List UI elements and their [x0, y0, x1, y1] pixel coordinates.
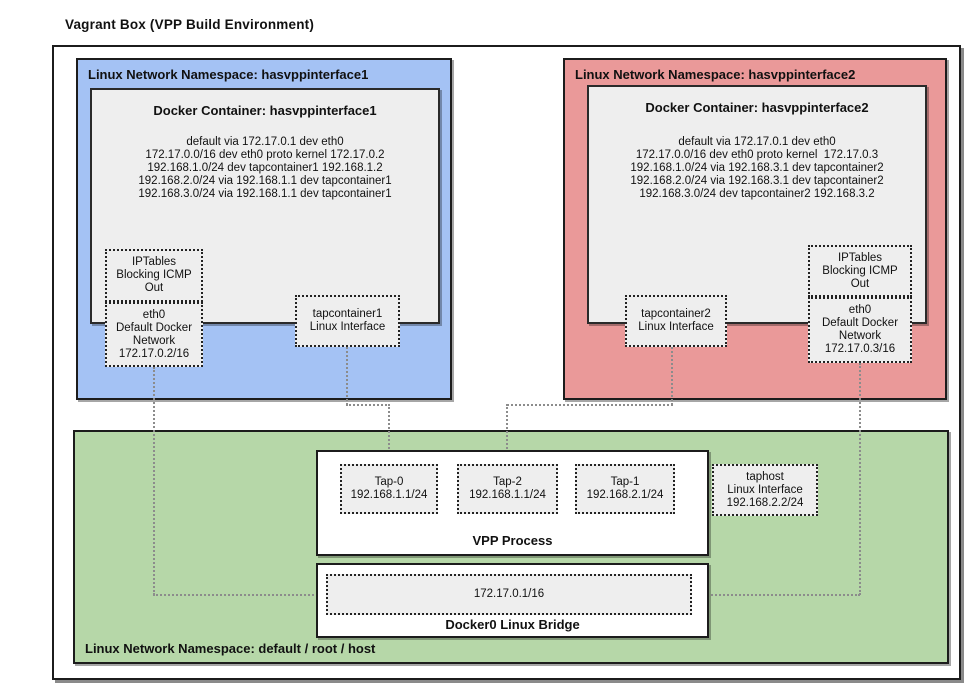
- host-namespace-label: Linux Network Namespace: default / root …: [85, 641, 376, 656]
- connector-eth0-2-horizontal: [692, 594, 860, 596]
- connector-tapcontainer2-drop: [671, 347, 673, 405]
- tap2-box: Tap-2 192.168.1.1/24: [457, 464, 558, 514]
- connector-tap2-drop: [506, 404, 508, 464]
- namespace2-label: Linux Network Namespace: hasvppinterface…: [575, 67, 856, 82]
- connector-tapcontainer1-horizontal: [346, 404, 390, 406]
- tapcontainer1-box: tapcontainer1 Linux Interface: [295, 295, 400, 347]
- docker0-ip-box: 172.17.0.1/16: [326, 574, 692, 615]
- connector-tapcontainer1-drop: [346, 347, 348, 405]
- connector-tapcontainer2-horizontal: [507, 404, 673, 406]
- connector-eth0-1-horizontal: [153, 594, 326, 596]
- connector-tap0-drop: [388, 404, 390, 464]
- vpp-process-label: VPP Process: [472, 533, 553, 548]
- iptables-box-1: IPTables Blocking ICMP Out: [105, 249, 203, 302]
- docker-container-1-title: Docker Container: hasvppinterface1: [153, 103, 377, 118]
- docker0-bridge-label: Docker0 Linux Bridge: [445, 617, 580, 632]
- connector-eth0-1-vertical: [153, 367, 155, 595]
- tap0-box: Tap-0 192.168.1.1/24: [340, 464, 438, 514]
- eth0-box-1: eth0 Default Docker Network 172.17.0.2/1…: [105, 302, 203, 367]
- docker-container-2-title: Docker Container: hasvppinterface2: [645, 100, 869, 115]
- tap1-box: Tap-1 192.168.2.1/24: [575, 464, 675, 514]
- tapcontainer2-box: tapcontainer2 Linux Interface: [625, 295, 727, 347]
- connector-eth0-2-vertical: [859, 363, 861, 595]
- docker-container-1-routes: default via 172.17.0.1 dev eth0 172.17.0…: [138, 136, 392, 200]
- namespace1-label: Linux Network Namespace: hasvppinterface…: [88, 67, 369, 82]
- diagram-title: Vagrant Box (VPP Build Environment): [65, 17, 315, 32]
- docker-container-2-routes: default via 172.17.0.1 dev eth0 172.17.0…: [630, 136, 884, 200]
- taphost-box: taphost Linux Interface 192.168.2.2/24: [712, 464, 818, 516]
- eth0-box-2: eth0 Default Docker Network 172.17.0.3/1…: [808, 297, 912, 363]
- iptables-box-2: IPTables Blocking ICMP Out: [808, 245, 912, 297]
